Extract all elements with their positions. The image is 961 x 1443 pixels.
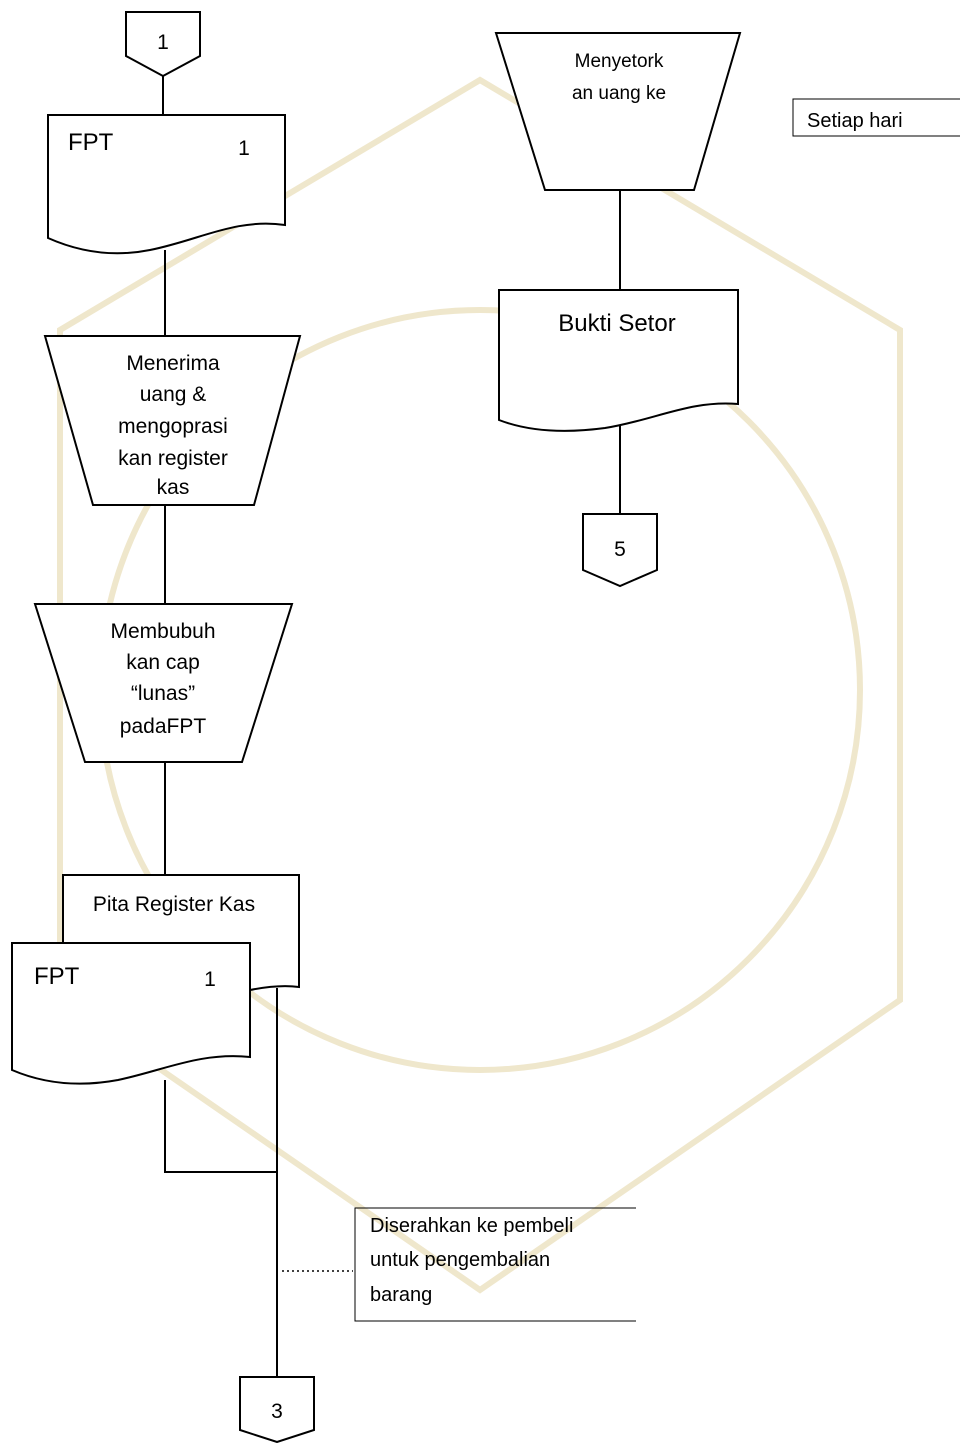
document-bukti-setor: Bukti Setor xyxy=(498,289,739,432)
membubuhkan-line-2: kan cap xyxy=(126,651,200,674)
process-menyetorkan-uang: Menyetork an uang ke xyxy=(494,32,742,191)
membubuhkan-line-4: padaFPT xyxy=(120,715,207,738)
connector-1-label: 1 xyxy=(157,31,169,54)
process-membubuhkan-cap: Membubuh kan cap “lunas” padaFPT xyxy=(33,603,294,763)
pita-register-label: Pita Register Kas xyxy=(93,893,255,916)
diserahkan-line-3: barang xyxy=(370,1284,432,1306)
fpt-bottom-label: FPT xyxy=(34,963,80,990)
diserahkan-line-1: Diserahkan ke pembeli xyxy=(370,1215,573,1237)
fpt-bottom-copy-number: 1 xyxy=(204,968,216,991)
annotation-setiap-hari: Setiap hari xyxy=(792,98,960,137)
offpage-connector-3: 3 xyxy=(239,1376,315,1443)
process-menerima-uang: Menerima uang & mengoprasi kan register … xyxy=(43,335,302,506)
menerima-line-4: kan register xyxy=(118,447,228,470)
offpage-connector-1: 1 xyxy=(125,11,201,78)
membubuhkan-line-3: “lunas” xyxy=(131,682,195,705)
flow-lines xyxy=(162,76,621,1377)
menerima-line-3: mengoprasi xyxy=(118,415,228,438)
fpt-top-copy-number: 1 xyxy=(238,137,250,160)
menyetorkan-line-2: an uang ke xyxy=(572,83,666,104)
menerima-text-lines: Menerima uang & mengoprasi kan register … xyxy=(118,352,228,499)
setiap-hari-label: Setiap hari xyxy=(807,110,903,132)
connector-5-label: 5 xyxy=(614,538,626,561)
menyetorkan-line-1: Menyetork xyxy=(575,51,664,72)
menerima-line-2: uang & xyxy=(140,383,207,406)
document-fpt-bottom: FPT 1 xyxy=(11,942,251,1085)
menerima-line-1: Menerima xyxy=(126,352,220,375)
membubuhkan-line-1: Membubuh xyxy=(110,620,215,643)
menerima-line-5: kas xyxy=(157,476,190,499)
document-fpt-top: FPT 1 xyxy=(47,114,286,255)
annotation-diserahkan: Diserahkan ke pembeli untuk pengembalian… xyxy=(354,1207,636,1322)
diserahkan-line-2: untuk pengembalian xyxy=(370,1249,550,1271)
offpage-connector-5: 5 xyxy=(582,513,658,588)
line-fpt-to-merge xyxy=(164,1080,277,1173)
bukti-setor-label: Bukti Setor xyxy=(558,310,675,337)
connector-3-label: 3 xyxy=(271,1400,283,1423)
fpt-top-label: FPT xyxy=(68,129,114,156)
